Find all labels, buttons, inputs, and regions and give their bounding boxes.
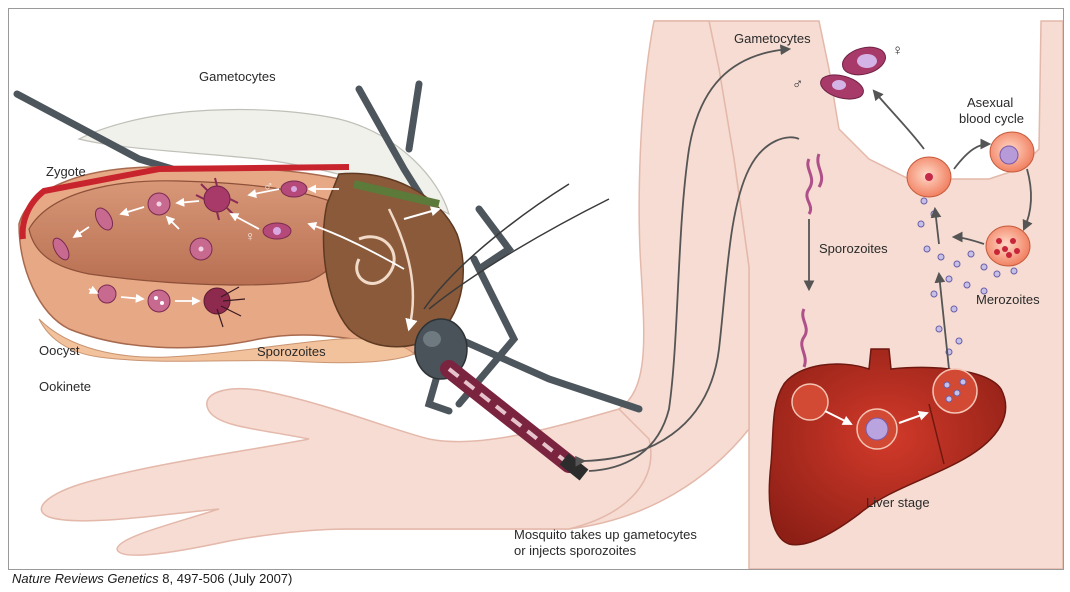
label-liver-stage: Liver stage: [866, 495, 930, 510]
label-asexual-line2: blood cycle: [959, 111, 1024, 126]
malaria-life-cycle-illustration: [9, 9, 1063, 569]
rbc-trophozoite: [990, 132, 1034, 172]
label-sporozoites-human: Sporozoites: [819, 241, 888, 256]
label-merozoites: Merozoites: [976, 292, 1040, 307]
label-zygote: Zygote: [46, 164, 86, 179]
female-symbol-human: ♀: [892, 43, 903, 58]
citation: Nature Reviews Genetics 8, 497-506 (July…: [12, 571, 292, 586]
label-gametocytes-mosquito: Gametocytes: [199, 69, 276, 84]
gametocyte-female-human: [839, 43, 888, 80]
gametocyte-male-mosquito: [281, 181, 307, 197]
oocyst-small: [98, 285, 116, 303]
rbc-schizont: [986, 226, 1030, 266]
label-oocyst: Oocyst: [39, 343, 79, 358]
label-gametocytes-human: Gametocytes: [734, 31, 811, 46]
citation-details: 8, 497-506 (July 2007): [159, 571, 293, 586]
zygote-cell-2: [190, 238, 212, 260]
diagram-frame: Gametocytes Zygote Oocyst Ookinete Sporo…: [8, 8, 1064, 570]
rbc-infected-ring: [907, 157, 951, 197]
oocyst-medium: [148, 290, 170, 312]
male-symbol-human: ♂: [792, 77, 803, 92]
label-mosquito-caption-line2: or injects sporozoites: [514, 543, 636, 558]
label-ookinete: Ookinete: [39, 379, 91, 394]
male-symbol-mosquito: ♂: [263, 179, 274, 194]
label-mosquito-caption-line1: Mosquito takes up gametocytes: [514, 527, 697, 542]
label-sporozoites-mosquito: Sporozoites: [257, 344, 326, 359]
zygote-cell: [148, 193, 170, 215]
gametocyte-female-mosquito: [263, 223, 291, 239]
female-symbol-mosquito: ♀: [245, 229, 256, 244]
citation-journal: Nature Reviews Genetics: [12, 571, 159, 586]
label-asexual-line1: Asexual: [967, 95, 1013, 110]
